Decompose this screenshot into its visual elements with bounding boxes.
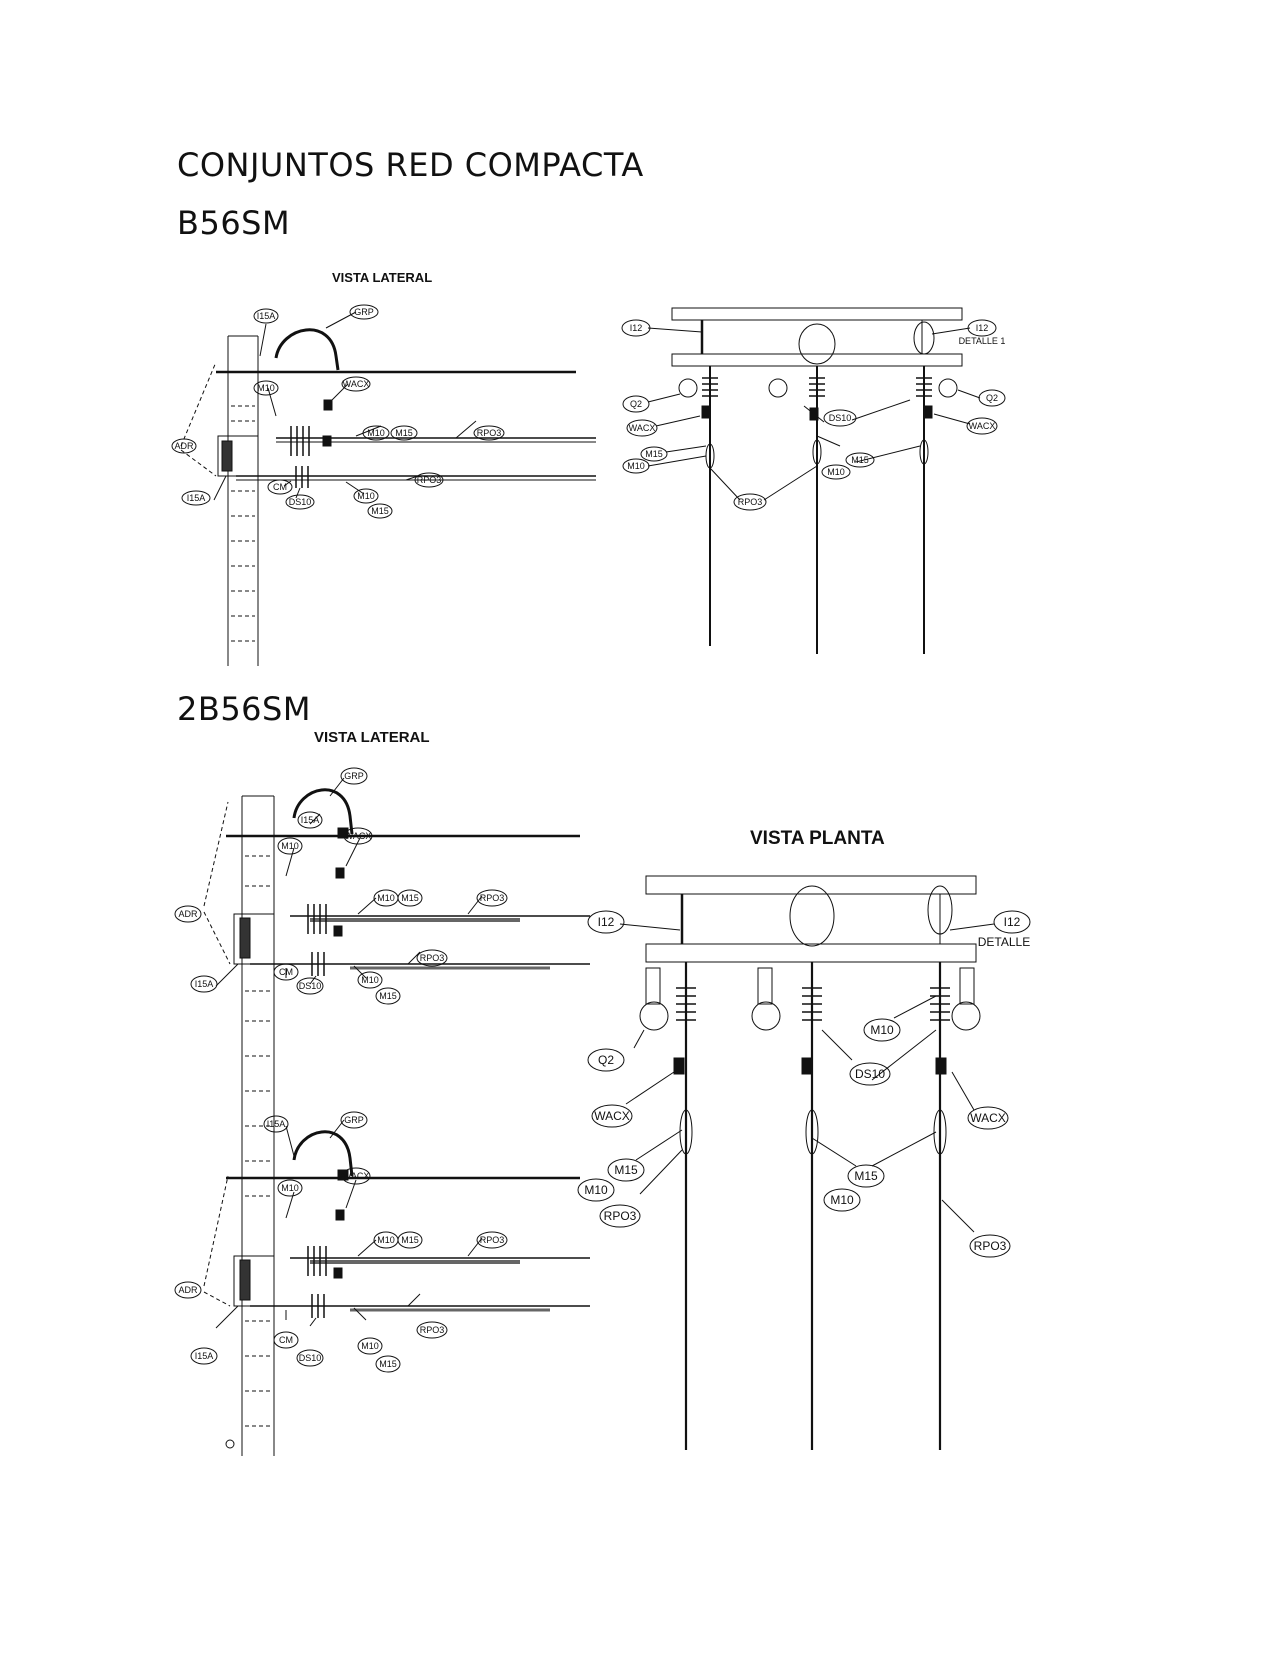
label: RPO3 — [738, 497, 763, 507]
label: I12 — [976, 323, 989, 333]
label: M10 — [584, 1183, 608, 1197]
label: I12 — [1004, 915, 1021, 929]
label: M10 — [830, 1193, 854, 1207]
label: I15A — [301, 815, 320, 825]
label: DETALLE — [978, 935, 1030, 949]
section-code-2b56sm: 2B56SM — [177, 690, 311, 728]
label: I15A — [195, 979, 214, 989]
label: Q2 — [986, 393, 998, 403]
label: GRP — [344, 1115, 364, 1125]
label: M15 — [395, 428, 413, 438]
label: M15 — [379, 991, 397, 1001]
label: RPO3 — [420, 953, 445, 963]
label: I15A — [195, 1351, 214, 1361]
label: DETALLE 1 — [959, 336, 1006, 346]
label: M10 — [377, 1235, 395, 1245]
label: Q2 — [598, 1053, 614, 1067]
label: M10 — [870, 1023, 894, 1037]
label: I15A — [187, 493, 206, 503]
label: M10 — [367, 428, 385, 438]
b56sm-plan-view-drawing: I12 I12 DETALLE 1 Q2 WACX M15 M10 RPO3 D… — [621, 307, 1006, 654]
label: M10 — [357, 491, 375, 501]
label: WACX — [970, 1111, 1006, 1125]
b56sm-side-view-drawing: VISTA LATERAL I15A GRP WACX M10 M10 M15 … — [171, 270, 596, 666]
label: DS10 — [299, 981, 322, 991]
label: M15 — [371, 506, 389, 516]
label: GRP — [344, 771, 364, 781]
label: RPO3 — [420, 1325, 445, 1335]
document-title: CONJUNTOS RED COMPACTA — [177, 146, 644, 184]
label: CM — [273, 482, 287, 492]
label: CM — [279, 967, 293, 977]
label: M10 — [827, 467, 845, 477]
2b56sm-plan-view-drawing: VISTA PLANTA I12 I12 DETALLE M10 Q2 DS10… — [577, 828, 1031, 1450]
label: M15 — [401, 893, 419, 903]
label: DS10 — [289, 497, 312, 507]
b56sm-side-title: VISTA LATERAL — [332, 270, 432, 285]
label: I15A — [267, 1119, 286, 1129]
label: ADR — [178, 1285, 198, 1295]
label: M10 — [281, 841, 299, 851]
label: RPO3 — [480, 893, 505, 903]
label: M15 — [854, 1169, 878, 1183]
2b56sm-side-view-drawing: VISTA LATERAL GRP I15A M10 WACX M10 M15 … — [174, 729, 590, 1456]
label: DS10 — [829, 413, 852, 423]
label: DS10 — [299, 1353, 322, 1363]
label: M10 — [377, 893, 395, 903]
label: M15 — [645, 449, 663, 459]
label: DS10 — [855, 1067, 885, 1081]
2b56sm-side-title: VISTA LATERAL — [314, 729, 430, 746]
label: ADR — [174, 441, 194, 451]
label: I15A — [257, 311, 276, 321]
label: GRP — [354, 307, 374, 317]
label: M10 — [257, 383, 275, 393]
label: M10 — [281, 1183, 299, 1193]
label: RPO3 — [604, 1209, 637, 1223]
label: I12 — [630, 323, 643, 333]
label: M10 — [627, 461, 645, 471]
label: M10 — [361, 1341, 379, 1351]
label: M15 — [379, 1359, 397, 1369]
label: WACX — [969, 421, 996, 431]
label: M10 — [361, 975, 379, 985]
label: WACX — [343, 1171, 370, 1181]
label: M15 — [401, 1235, 419, 1245]
label: WACX — [343, 379, 370, 389]
section-code-b56sm: B56SM — [177, 204, 291, 242]
label: RPO3 — [974, 1239, 1007, 1253]
label: I12 — [598, 915, 615, 929]
label: Q2 — [630, 399, 642, 409]
label: WACX — [345, 831, 372, 841]
label: CM — [279, 1335, 293, 1345]
label: M15 — [851, 455, 869, 465]
label: RPO3 — [477, 428, 502, 438]
label: WACX — [594, 1109, 630, 1123]
label: RPO3 — [480, 1235, 505, 1245]
2b56sm-plan-title: VISTA PLANTA — [750, 828, 885, 849]
label: WACX — [629, 423, 656, 433]
label: M15 — [614, 1163, 638, 1177]
label: RPO3 — [417, 475, 442, 485]
label: ADR — [178, 909, 198, 919]
